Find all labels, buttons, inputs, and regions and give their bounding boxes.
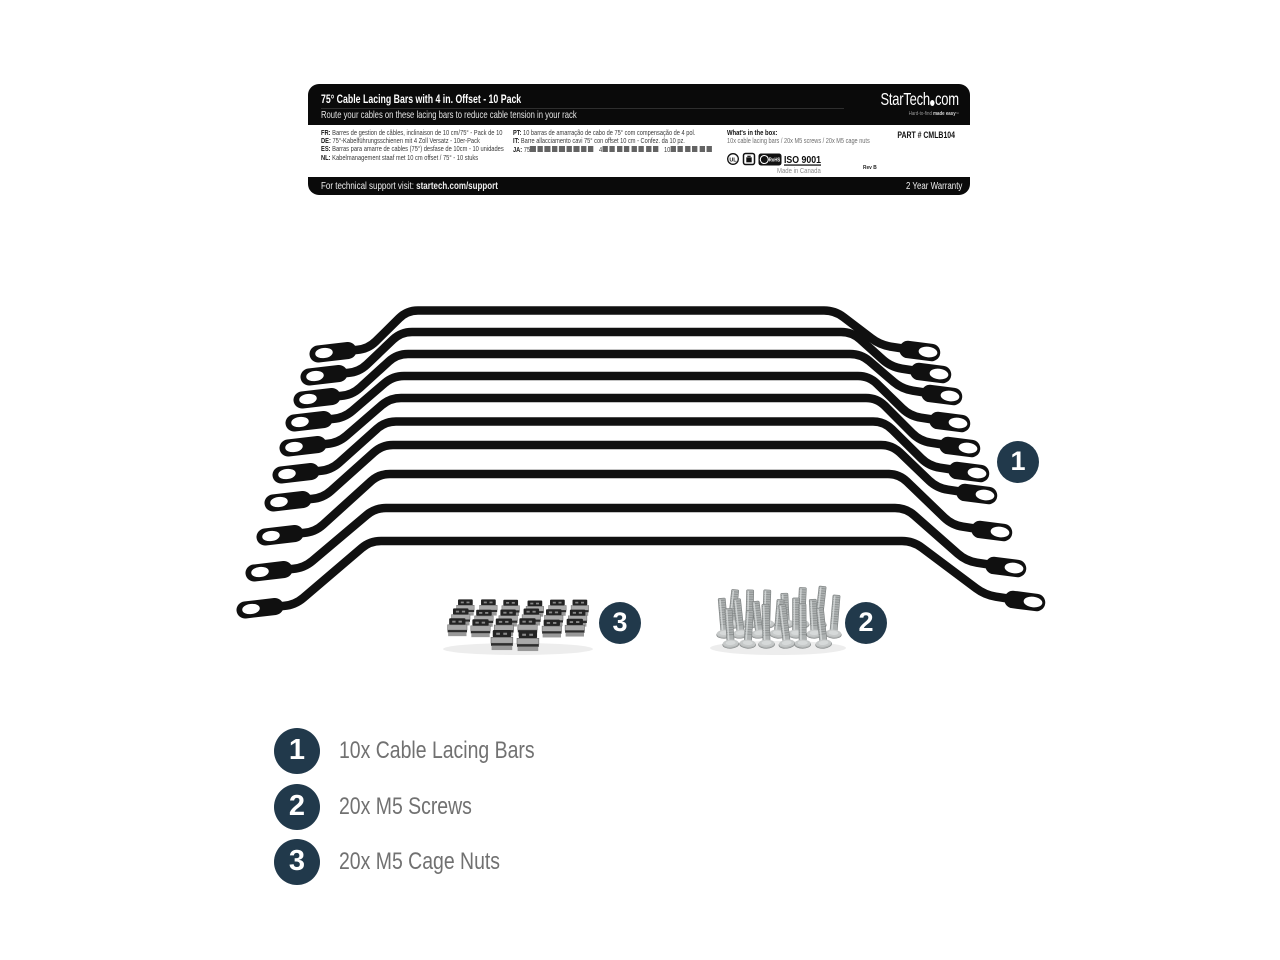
svg-text:RoHS: RoHS [769, 158, 781, 164]
svg-text:ISO 9001: ISO 9001 [784, 154, 821, 166]
svg-text:UL: UL [729, 157, 737, 163]
